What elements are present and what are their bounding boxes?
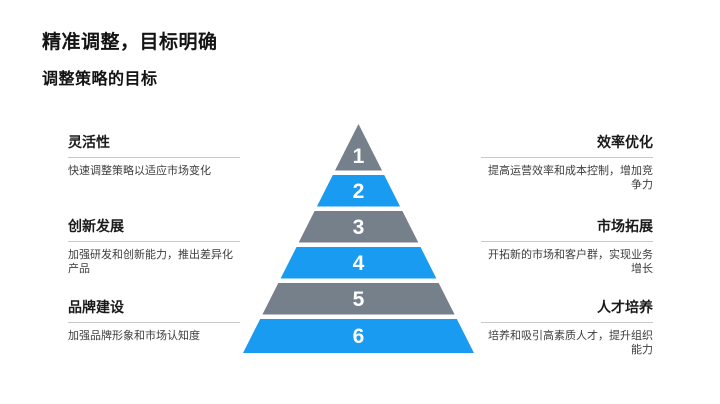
info-heading: 创新发展 bbox=[68, 218, 124, 234]
slide-title: 精准调整，目标明确 bbox=[42, 32, 218, 53]
info-block-brand: 品牌建设 加强品牌形象和市场认知度 bbox=[68, 299, 240, 343]
info-block-efficiency: 效率优化 提高运营效率和成本控制，增加竞争力 bbox=[481, 134, 653, 193]
info-block-talent: 人才培养 培养和吸引高素质人才，提升组织能力 bbox=[481, 299, 653, 358]
pyramid-level-5 bbox=[262, 283, 455, 315]
pyramid-level-6-number: 6 bbox=[353, 325, 365, 348]
pyramid-level-4 bbox=[280, 247, 437, 279]
pyramid-level-3 bbox=[298, 211, 419, 243]
info-heading: 品牌建设 bbox=[68, 299, 124, 315]
info-description: 加强品牌形象和市场认知度 bbox=[68, 329, 200, 342]
pyramid-level-4-number: 4 bbox=[353, 252, 365, 275]
pyramid-level-1 bbox=[335, 124, 382, 171]
info-heading: 灵活性 bbox=[68, 134, 110, 150]
heading-divider bbox=[481, 156, 653, 158]
slide-subtitle: 调整策略的目标 bbox=[42, 71, 158, 88]
info-description: 开拓新的市场和客户群，实现业务增长 bbox=[488, 248, 653, 276]
info-description: 提高运营效率和成本控制，增加竞争力 bbox=[488, 164, 653, 192]
pyramid-level-3-number: 3 bbox=[353, 216, 365, 239]
info-heading: 市场拓展 bbox=[597, 218, 653, 234]
heading-divider bbox=[481, 321, 653, 323]
info-block-innovation: 创新发展 加强研发和创新能力，推出差异化产品 bbox=[68, 218, 240, 277]
info-heading: 人才培养 bbox=[597, 299, 653, 315]
heading-divider bbox=[68, 240, 240, 242]
info-description: 培养和吸引高素质人才，提升组织能力 bbox=[488, 329, 653, 357]
info-block-market: 市场拓展 开拓新的市场和客户群，实现业务增长 bbox=[481, 218, 653, 277]
heading-divider bbox=[481, 240, 653, 242]
heading-divider bbox=[68, 321, 240, 323]
pyramid-level-2-number: 2 bbox=[353, 180, 365, 203]
info-heading: 效率优化 bbox=[597, 134, 653, 150]
info-description: 快速调整策略以适应市场变化 bbox=[68, 164, 211, 177]
pyramid-level-5-number: 5 bbox=[353, 288, 365, 311]
info-block-flexibility: 灵活性 快速调整策略以适应市场变化 bbox=[68, 134, 240, 178]
pyramid-level-2 bbox=[316, 175, 401, 207]
info-description: 加强研发和创新能力，推出差异化产品 bbox=[68, 248, 233, 276]
pyramid-level-1-number: 1 bbox=[353, 145, 365, 168]
heading-divider bbox=[68, 156, 240, 158]
pyramid-level-6 bbox=[243, 319, 474, 353]
